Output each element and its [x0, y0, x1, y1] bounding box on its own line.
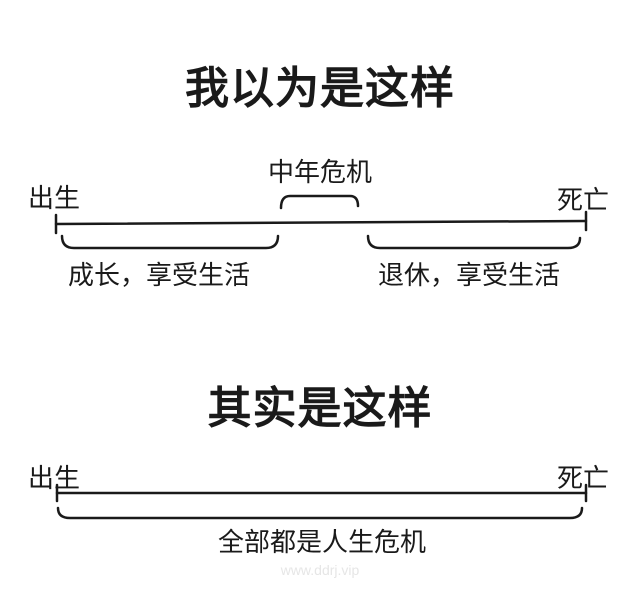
- top-timeline-line: [54, 219, 588, 226]
- bottom-end-label: 死亡: [557, 464, 610, 494]
- all-crisis-brace: [56, 506, 584, 520]
- retirement-label: 退休，享受生活: [378, 261, 561, 291]
- midlife-brace: [279, 194, 360, 210]
- retirement-brace: [366, 234, 582, 250]
- watermark-text: www.ddrj.vip: [280, 562, 360, 578]
- midlife-crisis-label: 中年危机: [268, 158, 373, 188]
- growth-brace: [60, 234, 280, 250]
- growth-label: 成长，享受生活: [68, 261, 251, 291]
- bottom-title: 其实是这样: [207, 383, 433, 434]
- top-title: 我以为是这样: [185, 63, 455, 114]
- bottom-start-label: 出生: [28, 464, 81, 494]
- top-end-label: 死亡: [557, 186, 610, 216]
- top-start-label: 出生: [28, 184, 81, 214]
- all-crisis-label: 全部都是人生危机: [218, 528, 427, 558]
